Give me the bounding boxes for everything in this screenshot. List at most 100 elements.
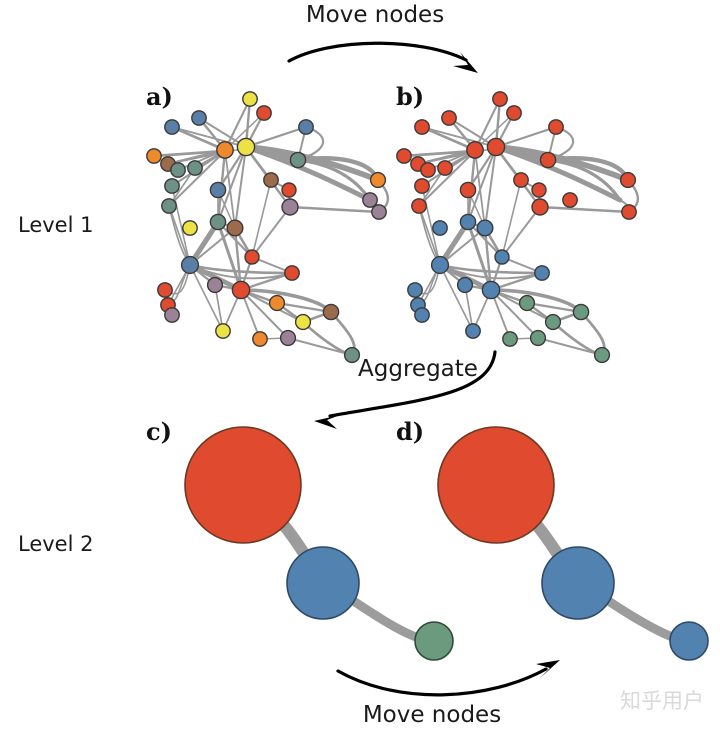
node [209,213,227,231]
node [157,282,173,298]
node [322,303,340,321]
node [161,198,177,214]
node [562,192,578,208]
watermark-text: 知乎用户 [620,689,704,713]
node [268,294,286,312]
arrow-aggregate-label: Aggregate [358,356,478,382]
panel-b-nodes [396,91,637,364]
arrow-aggregate-head [314,415,340,429]
panel-a-nodes [146,91,387,364]
node [456,276,474,294]
node [371,204,387,220]
node [465,323,481,339]
node [256,105,272,121]
panel-d-community-node-small-blue [669,621,709,661]
node [593,346,611,364]
node [513,172,529,188]
node [215,323,231,339]
node [191,110,207,126]
node [437,160,453,176]
node [244,249,260,265]
node [146,148,162,164]
node [459,181,477,199]
node [226,219,244,237]
panel-d-community-node-red [437,426,555,544]
node [187,160,203,176]
node [164,178,180,194]
node [289,151,307,169]
arrow-bottom-move-nodes: Move nodes [336,660,560,728]
arrow-top-curve [287,41,468,63]
node [369,171,387,189]
panel-c-network [184,426,454,661]
node [170,162,186,178]
node [492,91,508,107]
node [506,105,522,121]
panel-d-community-node-blue [541,546,615,620]
node [164,307,180,323]
node [414,307,430,323]
node [263,172,279,188]
node [236,137,256,157]
node [231,280,251,300]
node [481,280,501,300]
panel-letter-c: c) [146,417,172,446]
node [441,110,457,126]
node [619,171,637,189]
row-label-level-2: Level 2 [18,532,93,556]
node [279,329,297,347]
node [414,119,430,135]
node [621,204,637,220]
node [502,331,518,347]
panel-letter-a: a) [146,82,173,111]
node [534,265,550,281]
node [411,198,427,214]
node [531,198,549,216]
node [486,137,506,157]
node [432,220,448,236]
node [476,219,494,237]
node [206,276,224,294]
node [252,331,268,347]
node [531,182,547,198]
node [242,91,258,107]
node [548,119,564,135]
node [294,313,312,331]
arrow-aggregate: Aggregate [314,350,497,429]
panel-d-network [437,426,709,661]
panel-b-network [396,91,640,364]
node [216,141,234,159]
arrow-bottom-label: Move nodes [363,702,501,728]
node [343,346,361,364]
arrow-aggregate-curve [328,350,497,418]
arrow-bottom-head [536,660,560,679]
node [539,151,557,169]
node [414,178,430,194]
panel-c-community-node-blue [286,546,360,620]
node [180,255,200,275]
node [544,313,562,331]
row-label-level-1: Level 1 [18,213,93,237]
node [281,182,297,198]
panel-letter-d: d) [396,417,424,446]
node [407,282,423,298]
node [459,213,477,231]
node [362,192,378,208]
node [466,141,484,159]
arrow-top-label: Move nodes [306,2,444,28]
panel-c-community-node-green [414,621,454,661]
node [284,265,300,281]
arrow-top-head [453,52,478,73]
node [396,148,412,164]
node [298,119,314,135]
panel-letter-b: b) [396,82,424,111]
node [420,162,436,178]
panel-a-network [146,91,390,364]
node [164,119,180,135]
node [529,329,547,347]
arrow-bottom-curve [336,667,548,697]
panel-c-community-node-red [184,426,302,544]
node [430,255,450,275]
